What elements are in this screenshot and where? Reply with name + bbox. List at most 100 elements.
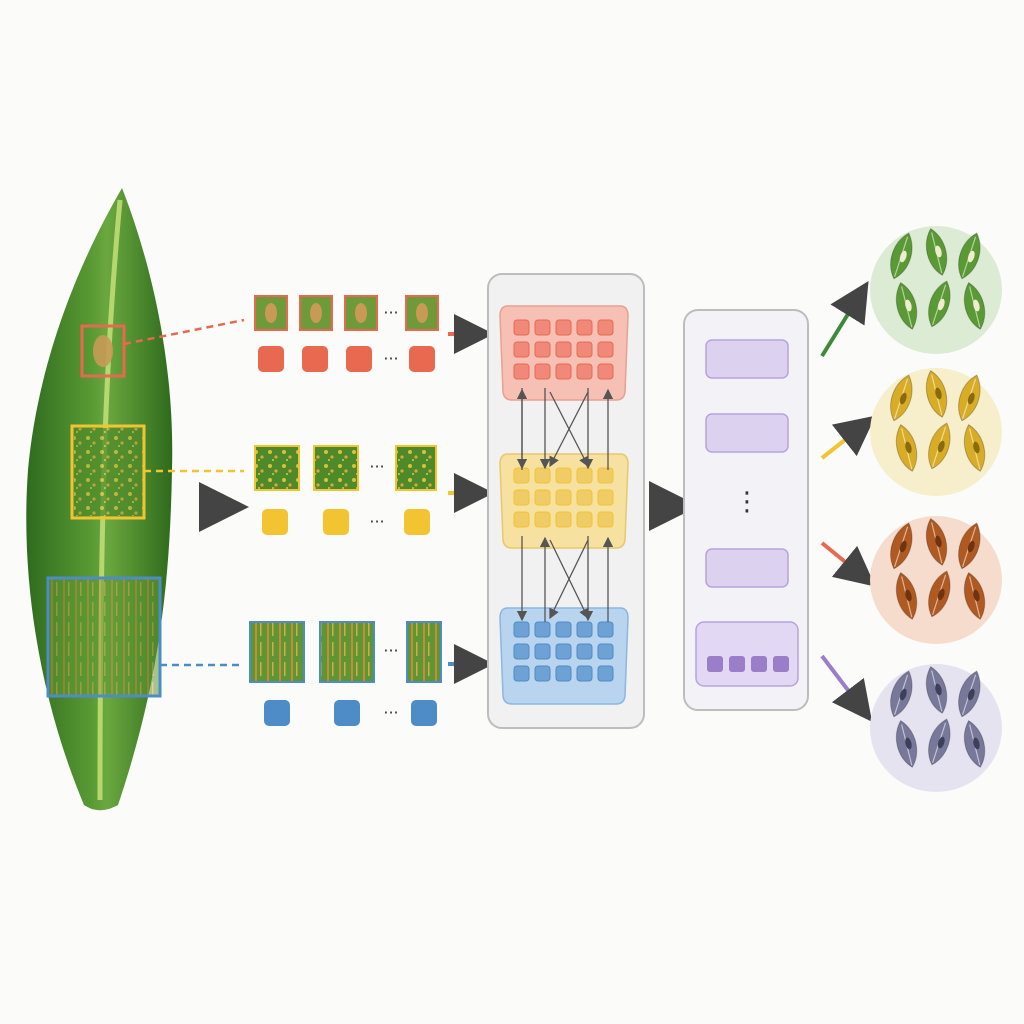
output-class-yellow-rust — [870, 368, 1002, 496]
leaf-lesion — [967, 392, 975, 405]
output-class-orange-blight — [870, 516, 1002, 644]
token-icon — [513, 341, 530, 358]
token-icon — [534, 319, 551, 336]
token-icon — [334, 700, 360, 726]
token-icon — [534, 643, 551, 660]
token-icon — [597, 643, 614, 660]
token-icon — [534, 511, 551, 528]
token-icon — [597, 489, 614, 506]
leaf-lesion — [905, 441, 912, 454]
token-icon — [534, 363, 551, 380]
token-icon — [262, 509, 288, 535]
cross-attention-arrows — [516, 388, 614, 622]
token-icon — [597, 621, 614, 638]
scale-rows: ··· ··· ··· ··· ··· — [249, 295, 494, 726]
leaf-lesion — [967, 250, 975, 263]
stack-panel — [683, 309, 809, 711]
crop-box-blue — [46, 576, 162, 698]
token-icon — [555, 621, 572, 638]
token-icon — [576, 511, 593, 528]
token-icon — [555, 665, 572, 682]
token-icon — [513, 511, 530, 528]
stack-layer — [705, 548, 789, 588]
token-icon — [555, 643, 572, 660]
patch-thumbnail-icon — [319, 621, 375, 683]
leaf-lesion — [905, 737, 912, 750]
leaf-lesion — [935, 387, 942, 400]
token-icon — [409, 346, 435, 372]
token-icon — [555, 319, 572, 336]
arrow-icon — [820, 281, 869, 358]
stack-ellipsis: ⋮ — [734, 487, 760, 517]
token-icon — [576, 621, 593, 638]
token-icon — [513, 319, 530, 336]
patch-thumbnail-icon — [406, 621, 442, 683]
token-icon — [513, 643, 530, 660]
token-icon — [597, 341, 614, 358]
leaf-lesion — [899, 540, 907, 553]
patch-thumbnail-icon — [254, 445, 300, 491]
scale-row-blue: ··· ··· — [249, 621, 494, 726]
leaf-lesion — [899, 250, 907, 263]
input-leaf — [26, 188, 173, 811]
patches-ellipsis-yellow: ··· — [369, 457, 384, 476]
transformer-stack: ⋮ — [683, 309, 809, 711]
leaf-lesion — [967, 688, 975, 701]
token-icon — [404, 509, 430, 535]
token-icon — [534, 489, 551, 506]
leaf-lesion — [935, 535, 942, 548]
leaf-lesion — [935, 245, 942, 258]
token-icon — [411, 700, 437, 726]
patch-thumbnail-icon — [313, 445, 359, 491]
patches-ellipsis-red: ··· — [383, 303, 398, 322]
token-icon — [534, 621, 551, 638]
stack-layer — [705, 339, 789, 379]
token-icon — [576, 467, 593, 484]
leaf-lesion — [937, 440, 945, 453]
arrow-icon — [820, 541, 876, 587]
leaf-lesion — [973, 299, 980, 312]
leaf-lesion — [905, 589, 912, 602]
arrow-icon — [820, 654, 873, 722]
leaf-lesion — [937, 588, 945, 601]
leaf-lesion — [937, 736, 945, 749]
arrow-icon — [820, 415, 876, 460]
connector-red — [123, 318, 245, 346]
token-icon — [513, 467, 530, 484]
leaf-lesion — [899, 688, 907, 701]
tokens-ellipsis-red: ··· — [383, 349, 398, 368]
token-icon — [346, 346, 372, 372]
output-classes — [870, 226, 1002, 792]
crop-box-red — [80, 324, 126, 378]
multi-scale-encoder — [487, 273, 645, 729]
token-icon — [576, 643, 593, 660]
token-icon — [576, 363, 593, 380]
token-icon — [513, 665, 530, 682]
token-icon — [534, 665, 551, 682]
token-icon — [513, 621, 530, 638]
token-icon — [597, 363, 614, 380]
token-icon — [576, 319, 593, 336]
patch-thumbnail-icon — [249, 621, 305, 683]
patch-thumbnail-icon — [395, 445, 437, 491]
token-icon — [576, 489, 593, 506]
stack-layer — [705, 413, 789, 453]
patches-ellipsis-blue: ··· — [383, 641, 398, 660]
token-icon — [555, 341, 572, 358]
token-icon — [513, 489, 530, 506]
token-icon — [597, 467, 614, 484]
leaf-lesion — [973, 737, 980, 750]
output-class-healthy-green — [870, 226, 1002, 354]
token-icon — [302, 346, 328, 372]
token-icon — [576, 665, 593, 682]
token-icon — [555, 467, 572, 484]
token-icon — [513, 363, 530, 380]
leaf-lesion — [935, 683, 942, 696]
token-icon — [576, 341, 593, 358]
leaf-lesion — [937, 298, 945, 311]
token-icon — [258, 346, 284, 372]
token-icon — [751, 656, 767, 672]
token-icon — [597, 511, 614, 528]
leaf-lesion — [899, 392, 907, 405]
